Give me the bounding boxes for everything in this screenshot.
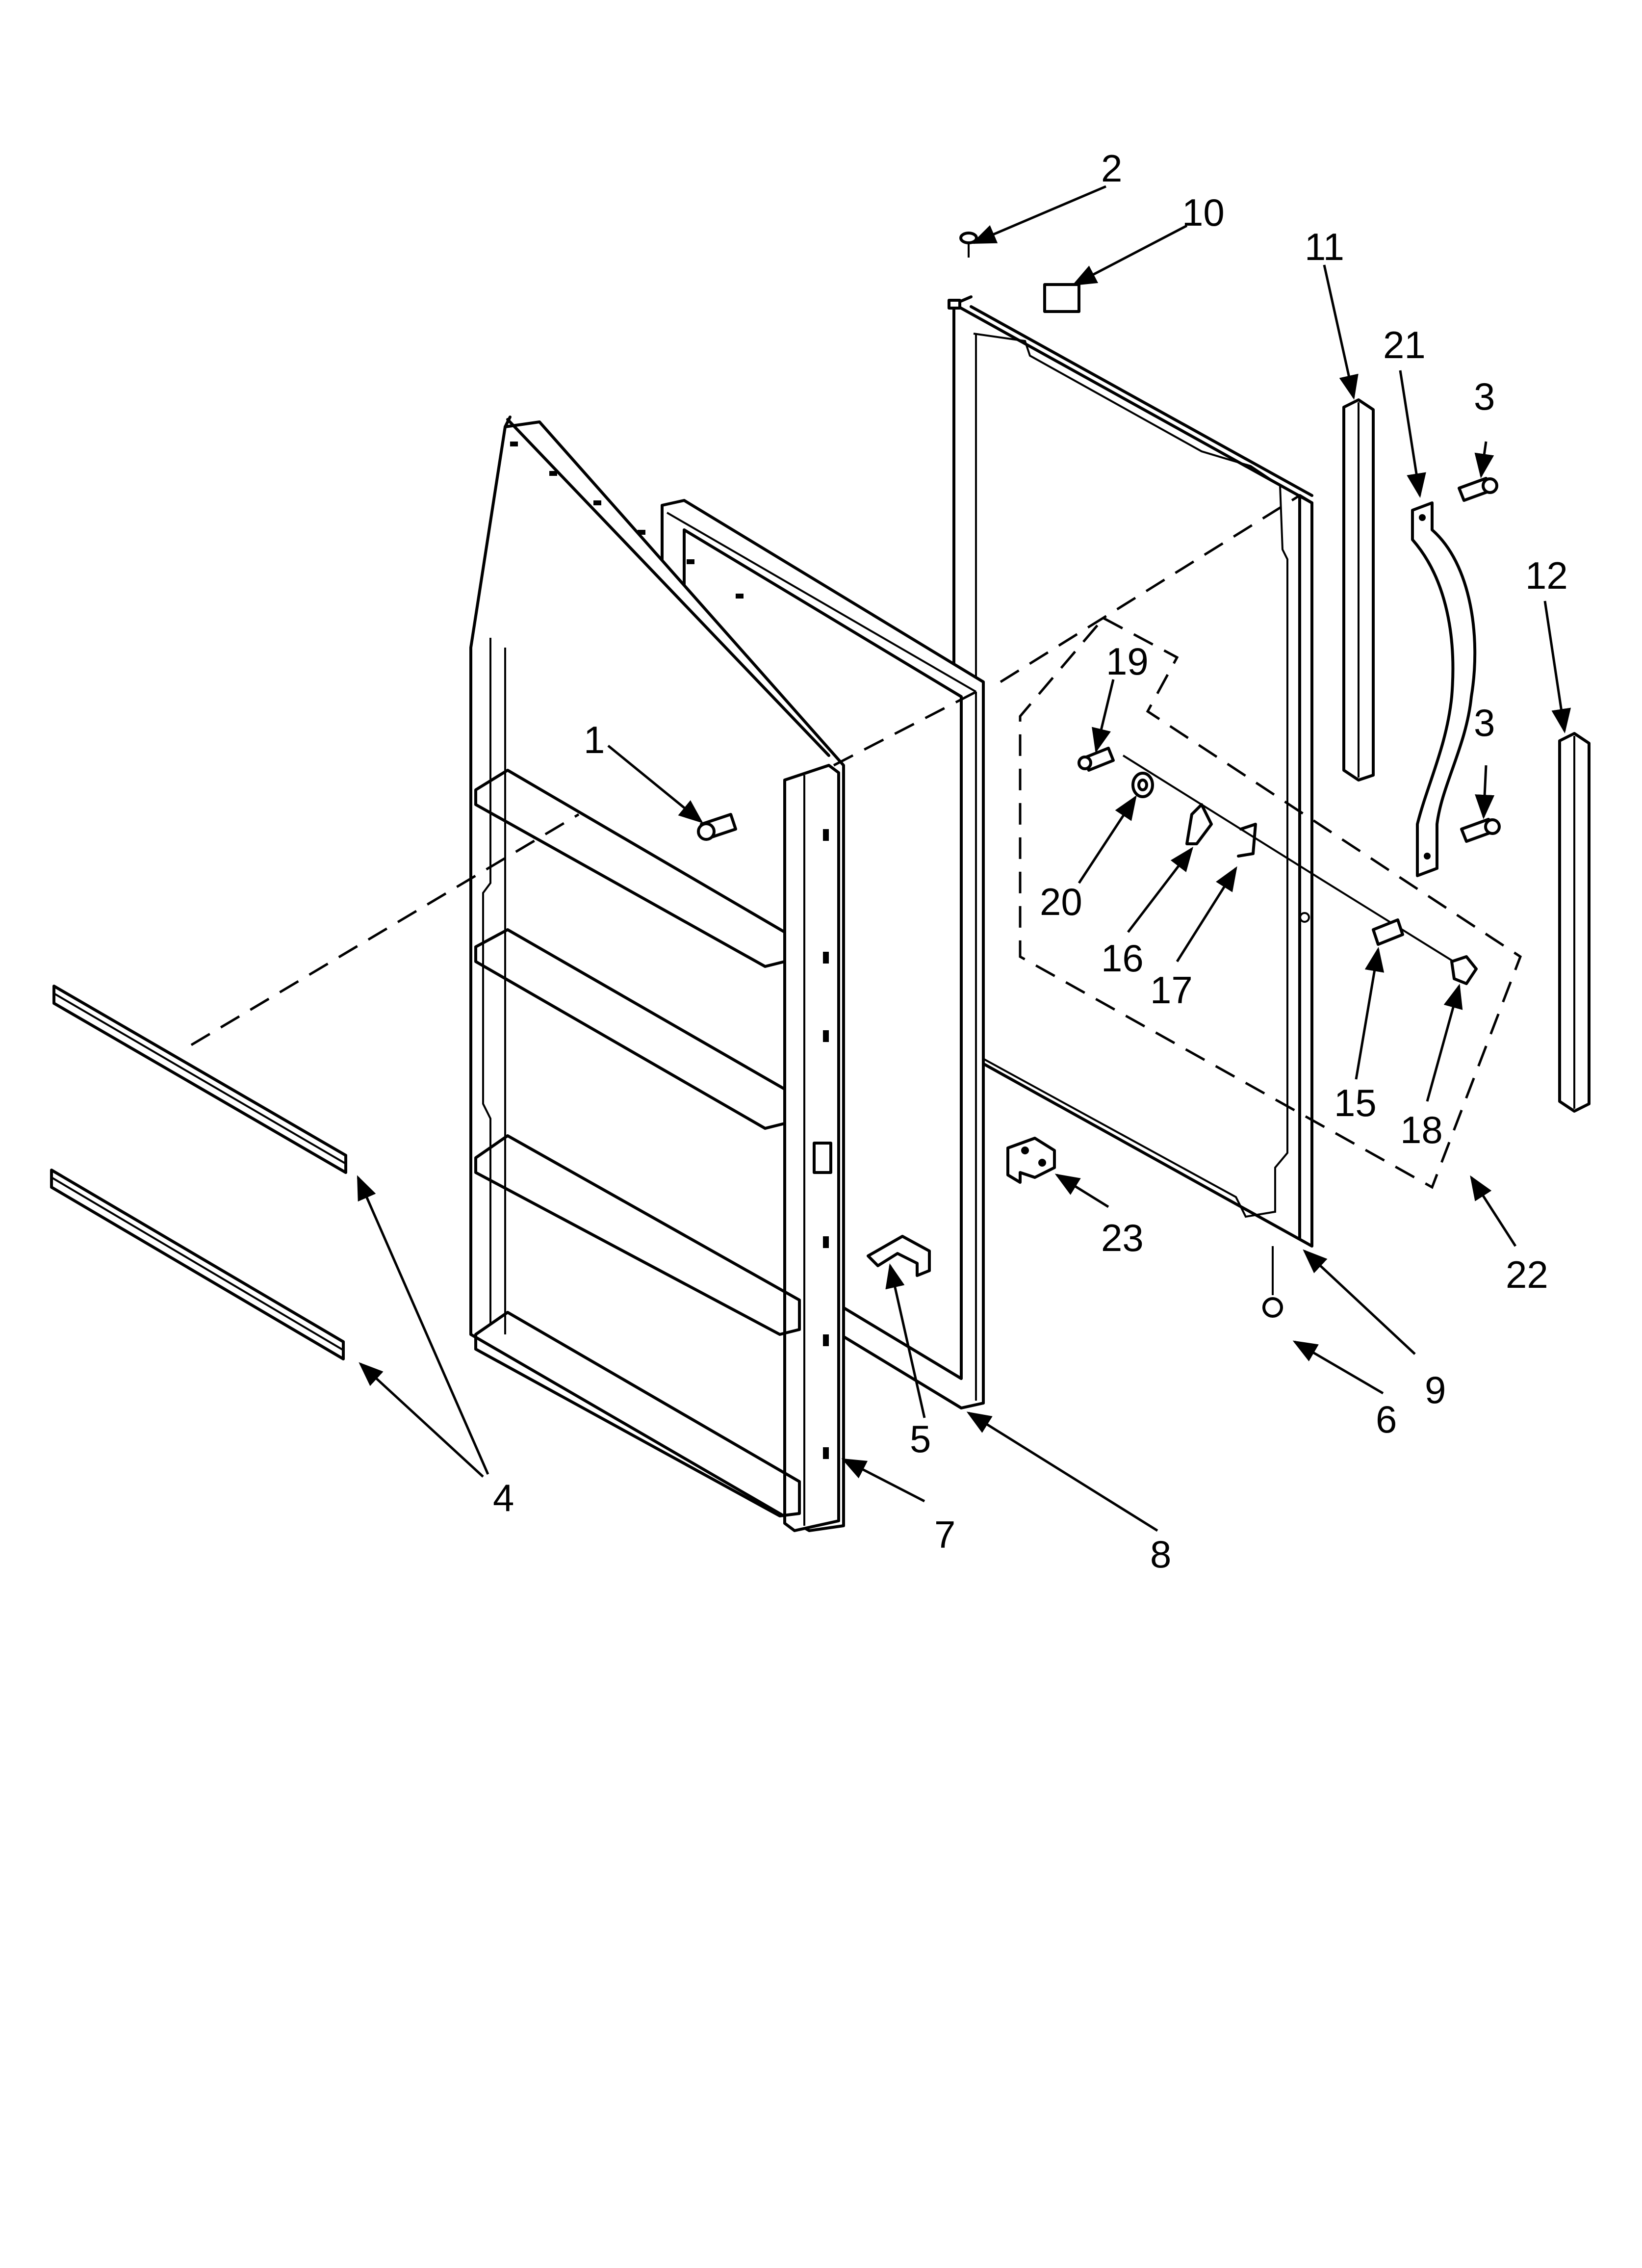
screw-3-bottom [1460,818,1501,843]
callout-9: 9 [1425,1368,1446,1411]
callout-16: 16 [1101,937,1144,980]
callout-18: 18 [1400,1108,1443,1151]
callout-22: 22 [1506,1253,1548,1296]
side-trim-12 [1558,732,1591,1113]
callout-12: 12 [1525,554,1568,597]
callout-20: 20 [1040,880,1082,923]
callout-17: 17 [1150,968,1193,1012]
side-trim-11 [1342,398,1375,782]
hinge-23 [1006,1137,1056,1184]
callout-1: 1 [584,718,605,761]
callout-15: 15 [1334,1081,1377,1124]
callout-11: 11 [1305,225,1344,268]
lock-assembly [1019,616,1522,1189]
callout-10: 10 [1182,191,1225,234]
callout-8: 8 [1150,1533,1171,1576]
callout-3-bottom: 3 [1474,701,1495,744]
trim-strips [50,985,347,1360]
callout-5: 5 [910,1417,931,1460]
callout-23: 23 [1101,1216,1144,1259]
inner-door-liner [469,416,845,1532]
callout-19: 19 [1106,640,1149,683]
callout-21: 21 [1383,323,1426,366]
clip-5 [867,1235,931,1277]
door-handle [1411,501,1477,877]
leader-lines [357,185,1571,1532]
screw-2 [959,232,978,258]
callout-7: 7 [934,1513,955,1556]
callout-4: 4 [493,1476,514,1519]
callout-2: 2 [1101,147,1122,190]
screw-1 [697,813,737,841]
label-10 [1043,283,1080,313]
callout-3-top: 3 [1474,375,1495,418]
nut-6 [1262,1246,1283,1318]
callout-6: 6 [1376,1398,1397,1441]
outer-door-panel [948,295,1313,1248]
callout-labels: 1 2 3 3 4 5 6 7 8 9 10 11 12 15 16 17 18… [493,147,1568,1576]
screw-3-top [1458,477,1498,502]
assembly-guide-line [190,494,1301,1046]
